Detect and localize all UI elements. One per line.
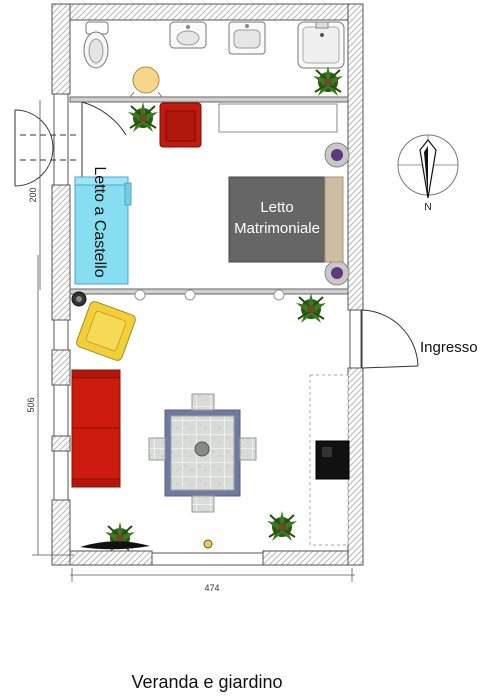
double-bed-label-line1: Letto: [260, 199, 293, 216]
bidet-sink: [169, 21, 207, 49]
toilet: [83, 21, 109, 69]
living-plant-top: [295, 292, 327, 324]
nightstand-top: [324, 142, 350, 168]
dining-set: [148, 393, 257, 513]
dimension-474: 474: [204, 583, 219, 593]
entrance-label: Ingresso: [420, 339, 478, 356]
nightstand-bottom: [324, 260, 350, 286]
bunk-bed-label: Letto a Castello: [91, 166, 108, 277]
walls: [51, 3, 364, 566]
sofa: [71, 369, 121, 488]
dimension-width: 474: [70, 568, 355, 593]
red-armchair: [159, 102, 202, 148]
bathroom-door[interactable]: [81, 101, 127, 178]
compass-north-label: N: [424, 202, 431, 213]
dimension-living: 506: [26, 255, 74, 556]
compass-icon: N: [397, 134, 459, 213]
garden-label: Veranda e giardino: [131, 672, 282, 692]
bunk-bed: Letto a Castello: [74, 166, 132, 285]
black-rug: [80, 541, 150, 550]
hinge-marks: [134, 289, 285, 301]
stove: [315, 440, 350, 480]
bedroom-plant: [127, 101, 159, 133]
double-bed: Letto Matrimoniale: [228, 176, 344, 263]
entrance-door[interactable]: [361, 309, 419, 369]
dimension-506: 506: [26, 397, 36, 412]
double-bed-label-line2: Matrimoniale: [234, 220, 320, 237]
washbasin: [228, 21, 266, 55]
dresser: [218, 103, 338, 133]
shower: [297, 21, 345, 69]
left-double-door[interactable]: [14, 109, 80, 187]
floor-lamp: [71, 291, 87, 307]
dimension-bedroom: 200: [28, 100, 41, 290]
small-lamp: [203, 539, 213, 549]
living-plant-bottom: [266, 510, 298, 542]
stool: [129, 66, 163, 98]
bathroom-plant: [312, 65, 344, 97]
yellow-armchair: [76, 301, 136, 361]
dimension-200: 200: [28, 187, 38, 202]
